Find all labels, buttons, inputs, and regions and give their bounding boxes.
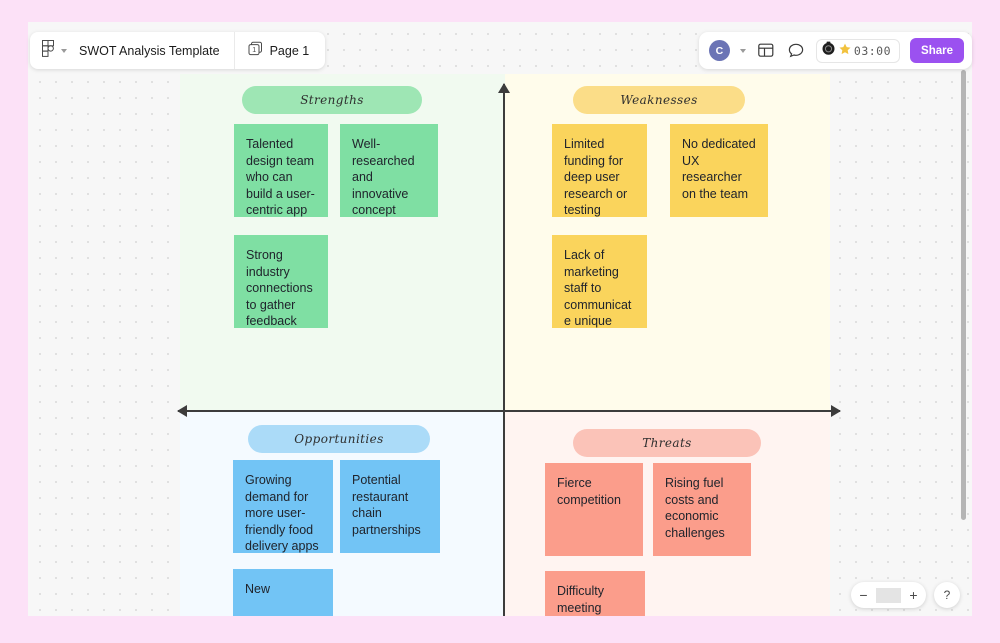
sticky-note[interactable]: Growing demand for more user-friendly fo… [233, 460, 333, 553]
quadrant-title-weaknesses: Weaknesses [573, 86, 745, 114]
zoom-pill: − + [851, 582, 926, 608]
sticky-note[interactable]: Talented design team who can build a use… [234, 124, 328, 217]
vertical-scrollbar[interactable] [961, 70, 966, 610]
quadrant-title-opportunities: Opportunities [248, 425, 430, 453]
help-button[interactable]: ? [934, 582, 960, 608]
axis-vertical-arrow [498, 83, 510, 414]
zoom-out-button[interactable]: − [859, 587, 868, 603]
axis-horizontal-arrow [177, 405, 841, 417]
zoom-controls: − + ? [851, 582, 960, 608]
quadrant-strengths[interactable]: Strengths Talented design team who can b… [180, 74, 505, 411]
document-chip[interactable]: SWOT Analysis Template [30, 32, 235, 69]
quadrant-title-strengths: Strengths [242, 86, 422, 114]
document-title: SWOT Analysis Template [79, 43, 220, 58]
zoom-divider [876, 587, 901, 603]
quadrant-threats[interactable]: Threats Fierce competition Rising fuel c… [505, 411, 830, 616]
top-right-toolbar: C [698, 32, 972, 69]
sticky-note[interactable]: Lack of marketing staff to communicate u… [552, 235, 647, 328]
pages-stack-icon: 1 [248, 41, 263, 61]
quadrant-title-threats: Threats [573, 429, 761, 457]
sticky-note[interactable]: No dedicated UX researcher on the team [670, 124, 768, 217]
timer-value: 03:00 [853, 43, 892, 58]
timer-clock-icon [821, 41, 836, 61]
quadrant-weaknesses[interactable]: Weaknesses Limited funding for deep user… [505, 74, 830, 411]
chevron-down-icon[interactable] [61, 48, 67, 53]
page-label: Page 1 [269, 43, 310, 58]
sticky-note[interactable]: Well-researched and innovative concept [340, 124, 438, 217]
sticky-note[interactable]: Fierce competition [545, 463, 643, 556]
quadrant-opportunities[interactable]: Opportunities Growing demand for more us… [180, 411, 505, 616]
vertical-scrollbar-thumb[interactable] [961, 70, 966, 520]
swot-matrix: Strengths Talented design team who can b… [180, 74, 830, 616]
top-left-toolbar: SWOT Analysis Template 1 Page 1 [30, 32, 326, 69]
sticky-note[interactable]: Rising fuel costs and economic challenge… [653, 463, 751, 556]
svg-text:1: 1 [252, 47, 256, 54]
figma-logo-icon [42, 39, 55, 62]
layout-panel-icon[interactable] [756, 41, 776, 61]
avatar[interactable]: C [708, 40, 730, 61]
comment-bubble-icon[interactable] [786, 41, 806, 61]
sticky-note[interactable]: Limited funding for deep user research o… [552, 124, 647, 217]
timer-chip[interactable]: 03:00 [815, 38, 901, 63]
share-button[interactable]: Share [910, 38, 964, 63]
star-icon [839, 42, 851, 60]
axis-vertical-lower [503, 412, 505, 616]
whiteboard-canvas[interactable]: Strengths Talented design team who can b… [28, 22, 972, 616]
sticky-note[interactable]: Strong industry connections to gather fe… [234, 235, 328, 328]
sticky-note[interactable]: New [233, 569, 333, 616]
chevron-down-icon[interactable] [739, 48, 746, 53]
sticky-note[interactable]: Potential restaurant chain partnerships [340, 460, 440, 553]
zoom-in-button[interactable]: + [909, 587, 918, 603]
sticky-note[interactable]: Difficulty meeting [545, 571, 645, 616]
page-chip[interactable]: 1 Page 1 [235, 32, 326, 69]
